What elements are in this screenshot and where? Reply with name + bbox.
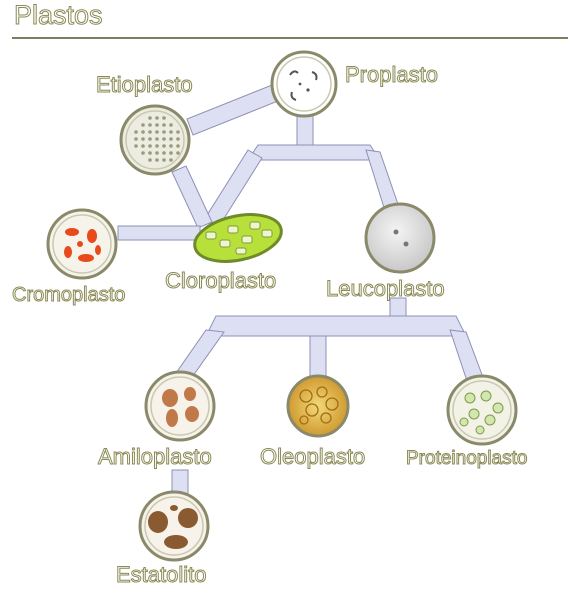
etioplast-granule [141, 130, 145, 134]
etioplasto-cell [119, 104, 191, 176]
etioplast-granule [169, 137, 173, 141]
etioplast-granule [162, 116, 166, 120]
etioplast-granule [162, 130, 166, 134]
etioplast-granule [169, 158, 173, 162]
etioplast-granule [169, 151, 173, 155]
etioplast-granule [148, 130, 152, 134]
connector-cromoplasto-cloroplasto [117, 225, 201, 241]
etioplast-granule [141, 151, 145, 155]
proteinoplasto-cell [446, 374, 518, 446]
etioplast-granule [148, 137, 152, 141]
connector-proplasto-etioplasto [186, 84, 279, 136]
connector-etioplasto-cloroplasto [171, 165, 213, 229]
etioplast-granule [141, 144, 145, 148]
label-cloroplasto: Cloroplasto [164, 268, 277, 294]
page-title: Plastos [14, 0, 104, 31]
etioplast-granule [134, 137, 138, 141]
etioplast-granule [169, 123, 173, 127]
etioplast-granule [155, 116, 159, 120]
etioplast-granule [134, 130, 138, 134]
label-proteinoplasto: Proteinoplasto [405, 448, 528, 470]
cloroplasto-cell [193, 213, 283, 263]
cromoplasto-cell [46, 208, 118, 280]
etioplast-granule [148, 116, 152, 120]
proplasto-cell [270, 50, 338, 118]
etioplast-granule [155, 137, 159, 141]
title-underline [12, 37, 568, 39]
etioplast-granule [155, 130, 159, 134]
amiloplasto-cell [144, 370, 216, 442]
label-proplasto: Proplasto [345, 62, 439, 88]
etioplast-granule [169, 130, 173, 134]
etioplast-granule [169, 144, 173, 148]
label-amiloplasto: Amiloplasto [98, 444, 213, 470]
etioplast-granule [162, 123, 166, 127]
etioplast-granule [141, 123, 145, 127]
connector-proplasto-stem [296, 111, 314, 151]
etioplast-granule [162, 137, 166, 141]
etioplast-granule [148, 158, 152, 162]
etioplast-granule [148, 123, 152, 127]
etioplast-granule [148, 151, 152, 155]
etioplast-granule [134, 144, 138, 148]
label-etioplasto: Etioplasto [96, 72, 194, 98]
etioplast-granule [141, 137, 145, 141]
etioplast-granule [148, 144, 152, 148]
oleoplasto-cell [286, 374, 350, 438]
etioplast-granule [155, 144, 159, 148]
etioplast-granule [155, 158, 159, 162]
connector-branch-bottom [205, 315, 467, 337]
etioplast-granule [176, 144, 180, 148]
label-estatolito: Estatolito [116, 562, 207, 588]
estatolito-cell [138, 490, 210, 562]
etioplast-granule [162, 144, 166, 148]
etioplast-granule [176, 130, 180, 134]
leucoplasto-cell [364, 202, 436, 274]
etioplast-granule [176, 137, 180, 141]
etioplast-granule [155, 123, 159, 127]
etioplast-granule [162, 158, 166, 162]
label-cromoplasto: Cromoplasto [11, 284, 126, 307]
connector-to-oleoplasto [309, 335, 327, 381]
label-leucoplasto: Leucoplasto [326, 276, 446, 302]
etioplast-granule [155, 151, 159, 155]
etioplast-granule [176, 151, 180, 155]
etioplast-granule [162, 151, 166, 155]
connector-branch-top [247, 144, 381, 161]
label-oleoplasto: Oleoplasto [259, 444, 366, 470]
